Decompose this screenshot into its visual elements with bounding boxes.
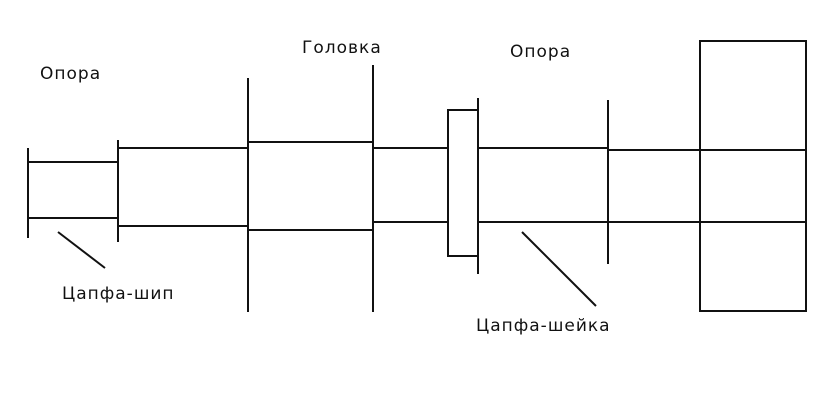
wheel-body [699, 40, 807, 312]
shaft-continuation-segment [607, 149, 701, 223]
journal-pin-leader [57, 231, 106, 269]
support-right-label: Опора [510, 42, 572, 62]
shaft-neck-segment [372, 147, 449, 223]
support-left-label: Опора [40, 64, 102, 84]
journal-neck-label: Цапфа-шейка [476, 316, 611, 336]
shaft-segment [117, 147, 249, 227]
head-label: Головка [302, 38, 382, 58]
journal-pin-segment [27, 161, 119, 219]
head-segment [247, 141, 374, 231]
collar-segment [447, 109, 479, 257]
journal-neck-leader [521, 231, 597, 307]
journal-neck-segment [477, 147, 609, 223]
journal-pin-label: Цапфа-шип [62, 284, 175, 304]
